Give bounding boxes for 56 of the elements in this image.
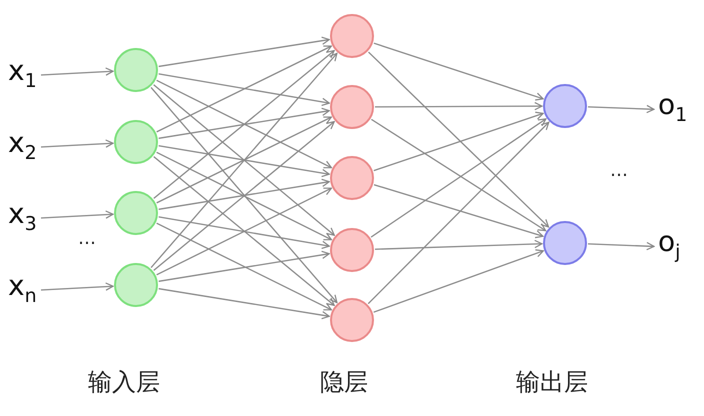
layer-label: 隐层 [320,367,368,398]
layer-label: 输入层 [88,367,160,398]
arrow [150,52,338,268]
arrow [158,73,330,106]
variable-label: x$_{1}$ [8,54,37,98]
arrow [40,67,114,76]
arrow [153,50,335,199]
hidden-neuron [330,156,374,200]
arrow [158,216,330,250]
input-neuron [114,263,158,307]
arrow [374,240,543,250]
arrow [374,112,544,172]
arrow [588,104,655,114]
arrow [156,188,332,276]
ellipsis: … [78,228,96,249]
input-neuron [114,191,158,235]
arrow [158,36,330,68]
ellipsis: … [610,160,628,181]
arrow [373,249,544,313]
hidden-neuron [330,228,374,272]
arrow [156,116,332,204]
arrow [153,156,335,306]
variable-label: x$_{n}$ [8,269,37,313]
hidden-neuron [330,14,374,58]
arrow [158,178,330,210]
arrow [158,108,330,139]
output-neuron [543,221,587,265]
arrow [368,52,550,228]
arrow [374,42,544,101]
arrow [40,139,114,148]
variable-label: x$_{3}$ [8,197,37,241]
output-neuron [543,84,587,128]
arrow [156,80,332,168]
arrow [40,282,114,291]
arrow [153,84,335,236]
arrow [40,210,114,219]
arrow [156,152,332,240]
arrow [156,46,332,132]
arrow [156,222,332,310]
arrow [374,184,544,238]
arrow [588,242,655,250]
hidden-neuron [330,298,374,342]
variable-label: x$_{2}$ [8,126,37,170]
arrow [150,86,338,304]
arrow [158,250,330,282]
arrow [153,121,335,271]
arrow [158,145,330,178]
input-neuron [114,120,158,164]
variable-label: o$_{1}$ [658,88,688,132]
layer-label: 输出层 [516,367,588,398]
arrow [158,288,330,320]
arrow [368,122,550,304]
hidden-neuron [330,85,374,129]
arrow [375,102,543,110]
input-neuron [114,48,158,92]
variable-label: o$_{j}$ [658,225,680,269]
